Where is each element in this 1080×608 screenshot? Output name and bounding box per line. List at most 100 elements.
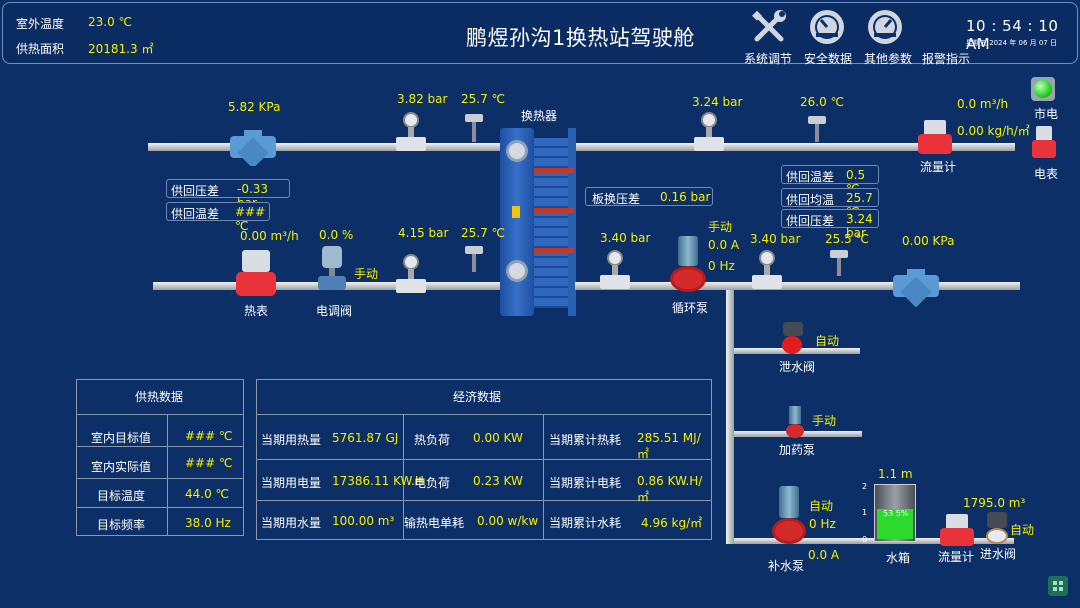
water-tank: 53.5% <box>874 484 916 542</box>
heat-meter-icon[interactable] <box>236 250 276 296</box>
heating-area-value: 20181.3 ㎡ <box>88 42 154 56</box>
upper-pressure-bar: 3.82 bar <box>397 92 448 106</box>
diff-label: 供回均温 <box>786 193 835 207</box>
return-pipe-right <box>575 282 1020 290</box>
econ-value: 0.23 KW <box>473 474 523 488</box>
outdoor-temp-value: 23.0 ℃ <box>88 15 133 29</box>
pressure-gauge-icon <box>396 254 426 296</box>
grid-menu-icon[interactable] <box>1048 576 1068 596</box>
wrench-screwdriver-icon <box>752 10 786 42</box>
econ-label: 输热电单耗 <box>404 516 465 530</box>
diff-label: 供回压差 <box>171 184 220 198</box>
heating-row-label: 室内目标值 <box>91 431 152 445</box>
mains-indicator <box>1031 77 1055 101</box>
branch-pipe-vertical <box>726 290 734 544</box>
nav-label: 系统调节 <box>744 52 793 66</box>
econ-value: 17386.11 KW.H <box>332 474 424 488</box>
heat-exchanger-label: 换热器 <box>521 109 558 123</box>
heating-row-value: 44.0 ℃ <box>185 487 230 501</box>
makeup-flow-value: 1795.0 m³ <box>963 496 1026 510</box>
lower-pressure-out: 3.40 bar <box>750 232 801 246</box>
outdoor-temp-label: 室外温度 <box>16 17 65 31</box>
makeup-current: 0.0 A <box>808 548 840 562</box>
diff-label: 供回压差 <box>786 214 835 228</box>
nav-alarm[interactable]: 报警指示 <box>922 48 974 66</box>
nav-system-adjust[interactable]: 系统调节 <box>744 8 794 68</box>
heating-row-label: 目标温度 <box>97 489 146 503</box>
tank-water-fill <box>877 509 913 539</box>
electric-meter-icon <box>1032 126 1056 160</box>
upper-out-pressure: 3.24 bar <box>692 95 743 109</box>
thermometer-icon <box>463 246 485 272</box>
drain-mode: 自动 <box>815 334 840 348</box>
circulation-pump-icon[interactable] <box>670 236 706 294</box>
econ-label: 当期累计热耗 <box>549 433 622 447</box>
nav-other-params[interactable]: 其他参数 <box>864 8 914 68</box>
tank-tick: 1 <box>862 508 868 517</box>
makeup-label: 补水泵 <box>768 559 805 573</box>
econ-label: 当期用水量 <box>261 516 322 530</box>
gauge-icon <box>810 10 844 44</box>
lower-kpa: 0.00 KPa <box>902 234 955 248</box>
tank-level: 1.1 m <box>878 467 913 481</box>
valve-percent: 0.0 % <box>319 228 354 242</box>
diff-label: 供回温差 <box>171 207 220 221</box>
econ-value: 0.00 w/kw <box>477 514 539 528</box>
upper-flow-m3h: 0.0 m³/h <box>957 97 1009 111</box>
tank-tick: 0 <box>862 535 868 544</box>
heating-row-value: ### ℃ <box>185 429 233 443</box>
pump-current: 0.0 A <box>708 238 740 252</box>
heat-exchanger[interactable] <box>500 128 580 316</box>
supply-pipe-right <box>575 143 1015 151</box>
diff-right-temp: 供回温差 0.5 ℃ <box>781 165 879 196</box>
inlet-label: 进水阀 <box>980 547 1017 561</box>
inlet-mode: 自动 <box>1010 523 1035 537</box>
nav-safety-data[interactable]: 安全数据 <box>804 8 854 68</box>
econ-label: 当期累计水耗 <box>549 516 622 530</box>
dosing-mode: 手动 <box>812 414 837 428</box>
valve-label: 电调阀 <box>316 304 353 318</box>
plate-value: 0.16 bar <box>660 190 711 204</box>
dosing-label: 加药泵 <box>779 443 816 457</box>
tank-tick: 2 <box>862 482 868 491</box>
upper-pressure-kpa: 5.82 KPa <box>228 100 281 114</box>
diff-value: ### ℃ <box>235 205 266 233</box>
pressure-gauge-icon <box>752 250 782 292</box>
diff-right-avg: 供回均温 25.7 ℃ <box>781 188 879 219</box>
tank-percent: 53.5% <box>883 509 909 518</box>
clock-time: 10 : 54 : 10 AM <box>966 17 1059 53</box>
lower-pressure-in: 4.15 bar <box>398 226 449 240</box>
flowmeter-icon[interactable] <box>940 514 974 548</box>
diff-right-press: 供回压差 3.24 bar <box>781 209 879 240</box>
econ-value: 100.00 m³ <box>332 514 395 528</box>
upper-temp: 25.7 ℃ <box>461 92 506 106</box>
lower-heat-flow: 0.00 m³/h <box>240 229 299 243</box>
lower-temp-out: 25.5 ℃ <box>825 232 870 246</box>
heating-data-panel: 供热数据 室内目标值 ### ℃ 室内实际值 ### ℃ 目标温度 44.0 ℃… <box>76 379 244 536</box>
strainer-icon <box>230 130 276 166</box>
diff-value: 3.24 bar <box>846 212 873 240</box>
heat-meter-label: 热表 <box>244 304 269 318</box>
diff-label: 供回温差 <box>786 170 835 184</box>
nav-label: 其他参数 <box>864 52 913 66</box>
pressure-gauge-icon <box>396 112 426 154</box>
inlet-valve-icon[interactable] <box>984 512 1010 546</box>
panel-title: 经济数据 <box>453 390 502 404</box>
makeup-mode: 自动 <box>809 499 834 513</box>
economic-data-panel: 经济数据 当期用热量 5761.87 GJ 热负荷 0.00 KW 当期累计热耗… <box>256 379 712 540</box>
clock-date: 星期五 2024 年 06 月 07 日 <box>966 39 1057 47</box>
led-icon <box>1034 80 1052 98</box>
upper-flow-kgh: 0.00 kg/h/㎡ <box>957 124 1030 138</box>
flowmeter-icon[interactable] <box>918 120 952 156</box>
diff-left-press: 供回压差 -0.33 bar <box>166 179 290 210</box>
plate-diff-box: 板换压差 0.16 bar <box>585 187 713 206</box>
thermometer-icon <box>828 250 850 276</box>
flowmeter-label: 流量计 <box>920 160 957 174</box>
drain-valve-icon[interactable] <box>780 322 806 356</box>
dosing-pump-icon[interactable] <box>784 406 806 440</box>
makeup-pump-icon[interactable] <box>772 486 806 548</box>
control-valve-icon[interactable] <box>318 246 346 294</box>
strainer-icon <box>893 269 939 307</box>
heating-row-label: 室内实际值 <box>91 460 152 474</box>
gauge-icon <box>868 10 902 44</box>
